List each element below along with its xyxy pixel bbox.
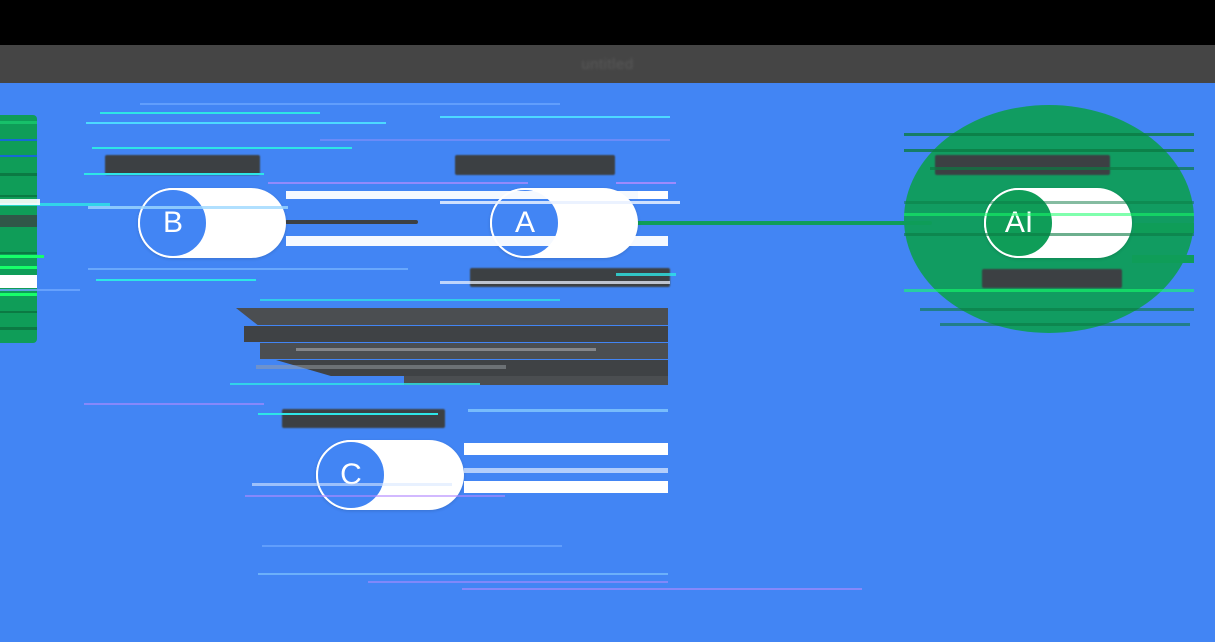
connector-a-to-ai[interactable] [636, 221, 932, 225]
top-black-bar [0, 0, 1215, 45]
node-ai-letter: AI [1004, 206, 1034, 239]
left-green-panel[interactable] [0, 115, 37, 343]
node-ai-label-above [935, 155, 1110, 175]
panel-scanline [0, 173, 37, 176]
panel-redacted-label [0, 215, 37, 227]
panel-scanline [0, 311, 37, 313]
node-a-circle[interactable]: A [490, 188, 560, 258]
panel-scanline [0, 252, 37, 254]
panel-scanline [0, 195, 37, 197]
node-a-label-above [455, 155, 615, 175]
node-b-letter: B [162, 206, 183, 239]
paragraph-line [244, 326, 668, 342]
node-c-circle[interactable]: C [316, 440, 386, 510]
paragraph-line [296, 348, 596, 351]
paragraph-line [260, 343, 668, 359]
node-a-label-below [470, 268, 670, 287]
panel-scanline [0, 155, 37, 157]
node-ai-label-below [982, 269, 1122, 288]
panel-divider [0, 275, 37, 288]
node-b-label-above [105, 155, 260, 175]
node-b-circle[interactable]: B [138, 188, 208, 258]
window-titlebar[interactable]: untitled [0, 45, 1215, 83]
panel-scanline [0, 121, 37, 124]
paragraph-line [236, 308, 668, 325]
panel-scanline [0, 266, 37, 269]
paragraph-line [256, 365, 506, 369]
panel-scanline [0, 327, 37, 330]
diagram-canvas[interactable]: B A C [0, 83, 1215, 642]
node-a-letter: A [514, 206, 535, 239]
node-c-letter: C [340, 458, 362, 491]
panel-scanline [0, 293, 37, 296]
redacted-paragraph-block [236, 308, 668, 386]
window-title: untitled [581, 55, 634, 73]
connector-b-to-a[interactable] [285, 220, 418, 224]
panel-scanline [0, 139, 37, 141]
node-ai-circle[interactable]: AI [984, 188, 1054, 258]
node-c-label-above [282, 409, 445, 428]
paragraph-line [404, 376, 668, 385]
